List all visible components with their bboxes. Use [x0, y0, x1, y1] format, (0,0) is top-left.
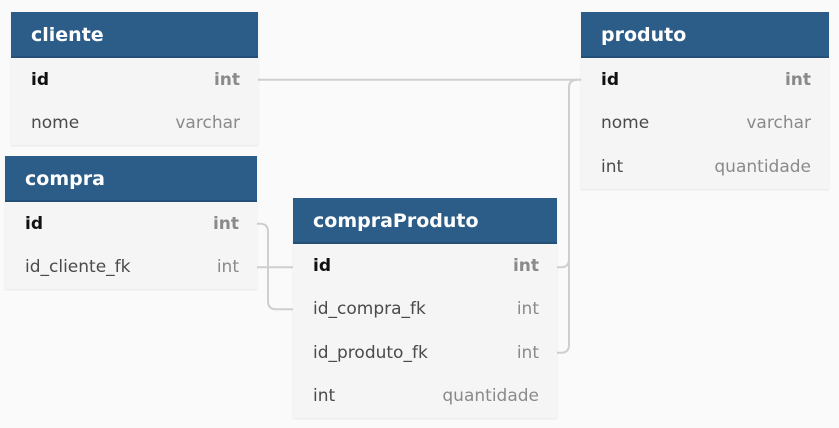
field-row[interactable]: id_cliente_fk int — [5, 246, 257, 290]
relationship-line-produto-compraProduto[interactable] — [557, 78, 581, 354]
table-title[interactable]: cliente — [11, 12, 258, 58]
table-title[interactable]: compra — [5, 156, 257, 202]
field-row[interactable]: id_produto_fk int — [293, 331, 557, 375]
field-name: id_produto_fk — [313, 342, 428, 363]
field-type: int — [516, 342, 539, 363]
field-row[interactable]: id_compra_fk int — [293, 288, 557, 332]
field-name: id_compra_fk — [313, 299, 426, 320]
table-produto[interactable]: produto id int nome varchar int quantidade — [581, 12, 829, 189]
field-name: id — [313, 255, 331, 276]
field-row[interactable]: int quantidade — [581, 145, 829, 189]
field-row[interactable]: int quantidade — [293, 375, 557, 419]
field-type: varchar — [175, 113, 240, 134]
field-type: int — [512, 255, 539, 276]
relationship-line-compra-compraProduto[interactable] — [257, 222, 293, 311]
field-row[interactable]: nome varchar — [11, 102, 258, 146]
field-name: int — [601, 156, 624, 177]
field-type: quantidade — [442, 386, 539, 407]
field-row[interactable]: id int — [11, 58, 258, 102]
field-name: id — [601, 69, 619, 90]
table-title[interactable]: produto — [581, 12, 829, 58]
field-name: nome — [31, 113, 80, 134]
field-row[interactable]: id int — [293, 244, 557, 288]
field-type: int — [216, 257, 239, 278]
table-title[interactable]: compraProduto — [293, 198, 557, 244]
field-type: int — [516, 299, 539, 320]
field-type: int — [213, 69, 240, 90]
field-name: nome — [601, 113, 650, 134]
field-row[interactable]: nome varchar — [581, 102, 829, 146]
field-type: quantidade — [714, 156, 811, 177]
field-name: id — [25, 213, 43, 234]
field-name: id_cliente_fk — [25, 257, 131, 278]
field-type: varchar — [746, 113, 811, 134]
field-type: int — [212, 213, 239, 234]
field-row[interactable]: id int — [581, 58, 829, 102]
field-row[interactable]: id int — [5, 202, 257, 246]
field-type: int — [784, 69, 811, 90]
field-name: id — [31, 69, 49, 90]
table-cliente[interactable]: cliente id int nome varchar — [11, 12, 258, 145]
table-compra[interactable]: compra id int id_cliente_fk int — [5, 156, 257, 289]
field-name: int — [313, 386, 336, 407]
